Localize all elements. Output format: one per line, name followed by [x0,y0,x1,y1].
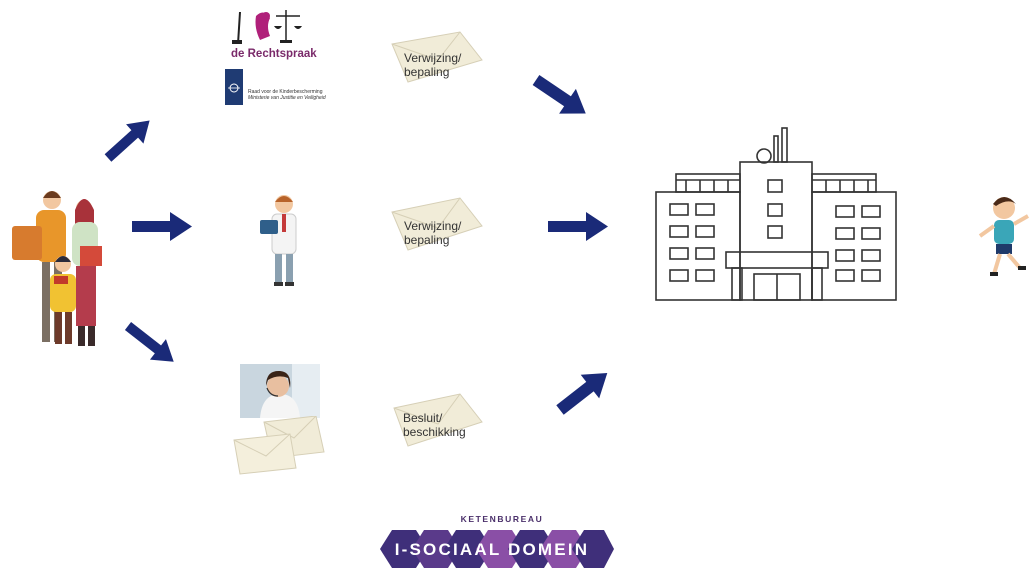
rechtspraak-logo-icon [232,10,302,45]
arrow-to-doctor [132,212,192,241]
envelope-stack-icon [233,416,325,475]
message-label-middle: Verwijzing/ bepaling [404,219,461,247]
message-label-top-line2: bepaling [404,65,450,79]
arrow-to-institution-middle [548,212,608,241]
rechtspraak-logo-text: de Rechtspraak [231,48,317,60]
call-center-operator-photo [240,364,320,418]
arrow-to-institution-bottom [556,373,608,415]
arrow-to-institution-top [532,75,586,114]
ketenbureau-caption: KETENBUREAU [460,514,544,524]
doctor-illustration [260,195,297,286]
message-label-top: Verwijzing/ bepaling [404,51,461,79]
envelope-icon-middle [391,197,483,251]
arrow-to-court [104,120,150,162]
family-illustration [12,191,102,346]
crest-emblem-icon [228,83,240,93]
message-label-bottom: Besluit/ beschikking [403,411,466,439]
institution-building-drawing [655,127,897,301]
running-child-illustration [978,197,1029,276]
hexagon-logo-icon [380,530,614,568]
envelope-icon-top [391,31,483,83]
ketenbureau-name: I-SOCIAAL DOMEIN [394,540,590,559]
message-label-middle-line1: Verwijzing/ [404,219,462,233]
raad-logo-line2: Ministerie van Justitie en Veiligheid [248,95,326,101]
raad-logo-line1: Raad voor de Kinderbescherming [248,89,323,95]
rijkswapen-icon [225,69,243,105]
envelope-icon-bottom [393,393,483,447]
message-label-bottom-line1: Besluit/ [403,411,443,425]
message-label-middle-line2: bepaling [404,233,450,247]
message-label-top-line1: Verwijzing/ [404,51,462,65]
message-label-bottom-line2: beschikking [403,425,466,439]
arrow-to-operator [124,322,174,362]
